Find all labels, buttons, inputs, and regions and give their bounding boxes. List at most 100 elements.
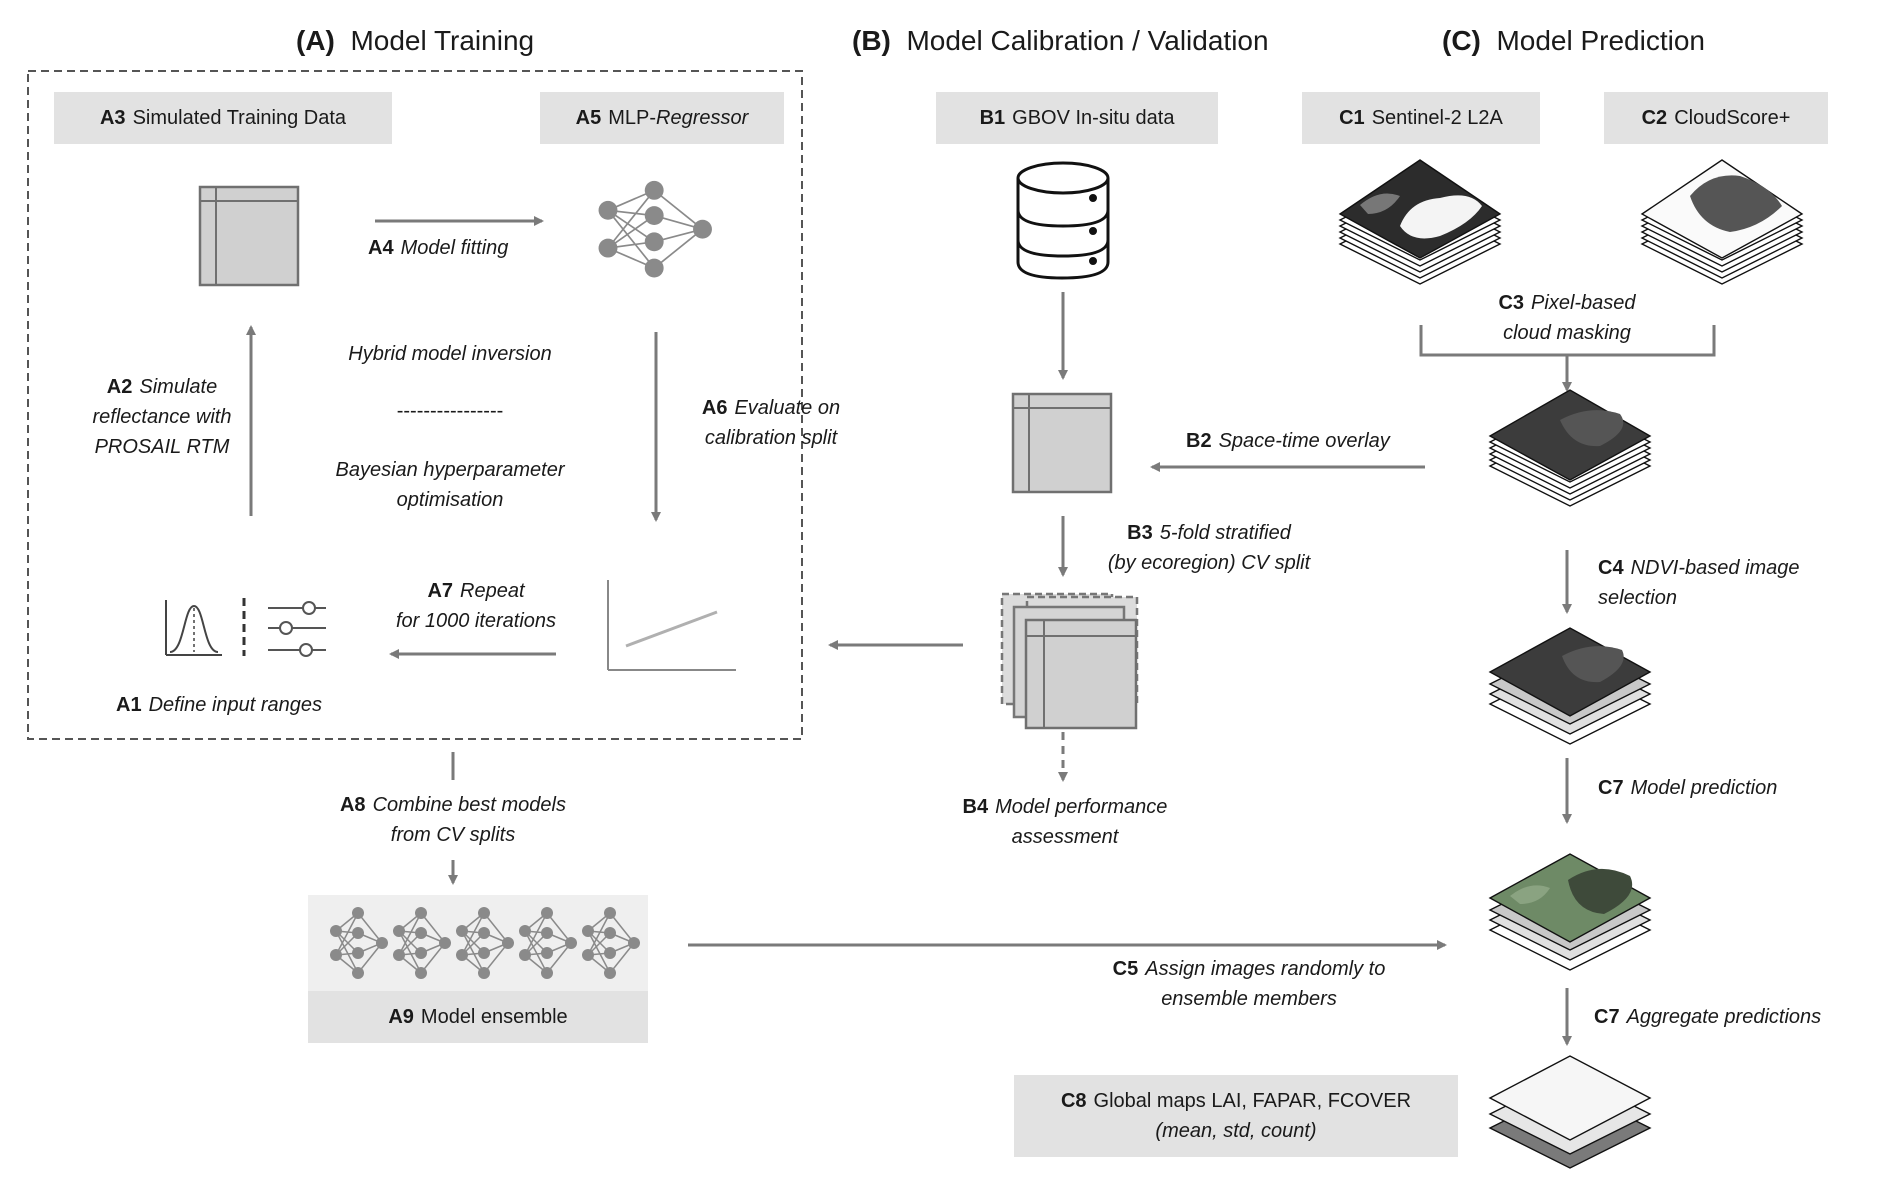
step-code: A2 <box>106 376 133 398</box>
sentinel-image-stack-icon <box>1338 159 1502 285</box>
step-text: Model prediction <box>1630 777 1778 799</box>
step-text: GBOV In-situ data <box>1012 106 1175 129</box>
step-text-italic: (mean, std, count) <box>1155 1120 1317 1142</box>
step-text: Evaluate on <box>734 397 841 419</box>
section-b-title: (B) Model Calibration / Validation <box>852 24 1269 58</box>
ensemble-panel <box>308 895 648 991</box>
b2-label: B2 Space-time overlay <box>1186 426 1390 456</box>
c4-label: C4 NDVI-based image selection <box>1598 553 1800 613</box>
step-code: A7 <box>427 580 454 602</box>
c2-label-box: C2 CloudScore+ <box>1604 92 1828 144</box>
evaluation-plot-icon <box>607 580 736 671</box>
c3-label: C3 Pixel-based cloud masking <box>1472 288 1662 348</box>
step-text: NDVI-based image <box>1630 557 1800 579</box>
model-training-frame <box>27 70 803 740</box>
step-text: from CV splits <box>390 824 516 846</box>
section-code: (C) <box>1442 25 1481 56</box>
step-code: C8 <box>1060 1090 1087 1112</box>
a3-label-box: A3 Simulated Training Data <box>54 92 392 144</box>
hybrid-label: Hybrid model inversion <box>300 339 600 369</box>
step-code: A3 <box>99 106 126 129</box>
c1-label-box: C1 Sentinel-2 L2A <box>1302 92 1540 144</box>
divider-label: ---------------- <box>300 396 600 426</box>
a5-label-box: A5 MLP-Regressor <box>540 92 784 144</box>
step-text: PROSAIL RTM <box>94 436 230 458</box>
selected-image-stack-icon <box>1488 627 1652 745</box>
input-ranges-icon <box>165 598 326 657</box>
step-text: Space-time overlay <box>1218 430 1390 452</box>
step-code: C5 <box>1112 958 1139 980</box>
step-text-italic: Regressor <box>656 106 749 129</box>
cv-split-tables-icon <box>1000 592 1139 730</box>
a4-label: A4 Model fitting <box>368 233 508 263</box>
masked-image-stack-icon <box>1488 389 1652 507</box>
a9-label-box: A9 Model ensemble <box>308 991 648 1043</box>
step-text: Assign images randomly to <box>1145 958 1386 980</box>
step-text: Pixel-based <box>1531 292 1636 314</box>
step-code: C7 <box>1594 1006 1620 1028</box>
a6-label: A6 Evaluate on calibration split <box>676 393 866 453</box>
step-code: C4 <box>1598 557 1624 579</box>
step-text: Define input ranges <box>148 694 323 716</box>
step-code: B3 <box>1127 522 1153 544</box>
step-code: B2 <box>1186 430 1212 452</box>
overlay-table-icon <box>1011 392 1113 494</box>
bayes-text: optimisation <box>396 489 504 511</box>
step-text: Simulate <box>139 376 218 398</box>
step-text: Aggregate predictions <box>1626 1006 1822 1028</box>
bayes-label: Bayesian hyperparameter optimisation <box>290 455 610 515</box>
section-c-title: (C) Model Prediction <box>1442 24 1705 58</box>
hybrid-inversion-text: Hybrid model inversion <box>348 343 552 365</box>
prediction-image-stack-icon <box>1488 853 1652 971</box>
cloudscore-image-stack-icon <box>1640 159 1804 285</box>
section-label: Model Calibration / Validation <box>906 25 1269 56</box>
step-text: CloudScore+ <box>1674 106 1791 129</box>
step-text: reflectance with <box>92 406 232 428</box>
section-code: (A) <box>296 25 335 56</box>
section-a-title: (A) Model Training <box>296 24 534 58</box>
step-text: calibration split <box>704 427 838 449</box>
step-code: B4 <box>962 796 989 818</box>
a2-label: A2 Simulate reflectance with PROSAIL RTM <box>64 372 260 462</box>
step-text: selection <box>1598 587 1677 609</box>
step-code: A5 <box>575 106 602 129</box>
global-maps-stack-icon <box>1488 1055 1652 1169</box>
step-text: Model fitting <box>400 237 509 259</box>
step-code: C7 <box>1598 777 1624 799</box>
a8-label: A8 Combine best models from CV splits <box>300 790 606 850</box>
b1-label-box: B1 GBOV In-situ data <box>936 92 1218 144</box>
step-text: Repeat <box>460 580 525 602</box>
section-label: Model Prediction <box>1496 25 1705 56</box>
c8-label-box: C8 Global maps LAI, FAPAR, FCOVER (mean, … <box>1014 1075 1458 1157</box>
step-code: A9 <box>388 1005 414 1028</box>
bayes-text: Bayesian hyperparameter <box>335 459 565 481</box>
step-text: (by ecoregion) CV split <box>1107 552 1311 574</box>
step-text: Combine best models <box>372 794 566 816</box>
step-code: C1 <box>1339 106 1365 129</box>
a1-label: A1 Define input ranges <box>116 690 322 720</box>
step-code: A1 <box>116 694 142 716</box>
divider-text: ---------------- <box>396 400 504 422</box>
step-code: A4 <box>368 237 394 259</box>
step-text: MLP- <box>608 106 657 129</box>
step-text: ensemble members <box>1161 988 1337 1010</box>
section-label: Model Training <box>350 25 535 56</box>
step-text: Model performance <box>995 796 1168 818</box>
mlp-regressor-icon <box>598 180 712 278</box>
step-code: A8 <box>339 794 366 816</box>
step-code: C3 <box>1498 292 1525 314</box>
step-text: Model ensemble <box>420 1005 568 1028</box>
training-table-icon <box>198 185 300 287</box>
section-code: (B) <box>852 25 891 56</box>
step-text: cloud masking <box>1503 322 1631 344</box>
step-code: A6 <box>701 397 728 419</box>
step-code: C2 <box>1641 106 1668 129</box>
step-code: B1 <box>979 106 1006 129</box>
step-text: Simulated Training Data <box>132 106 347 129</box>
c7-model-prediction-label: C7 Model prediction <box>1598 773 1777 803</box>
step-text: Global maps LAI, FAPAR, FCOVER <box>1093 1090 1412 1112</box>
